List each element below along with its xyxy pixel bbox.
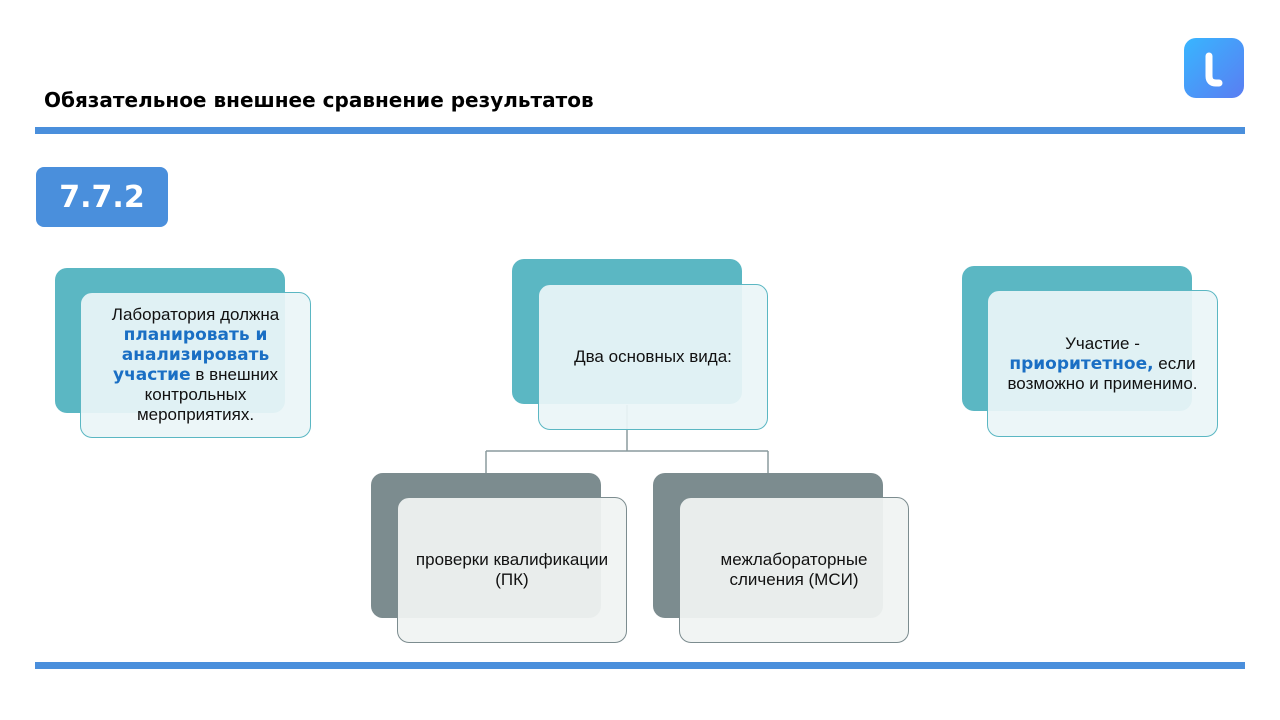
left-box-highlight: планировать и анализировать участие: [113, 325, 270, 385]
left-box-text-start: Лаборатория должна: [111, 305, 280, 324]
right-box-text-start: Участие -: [1065, 333, 1140, 353]
slide-title: Обязательное внешнее сравнение результат…: [44, 88, 594, 112]
child-box-msi: межлабораторные сличения (МСИ): [679, 497, 909, 643]
brand-logo-icon: [1184, 38, 1244, 98]
child-box-pk-text: проверки квалификации (ПК): [415, 550, 609, 589]
center-box-text: Два основных вида:: [574, 347, 732, 366]
right-box-highlight: приоритетное,: [1009, 353, 1154, 374]
right-box-text: Участие - приоритетное, если возможно и …: [1002, 334, 1203, 394]
header-divider: [35, 127, 1245, 134]
left-box: Лаборатория должна планировать и анализи…: [80, 292, 311, 438]
left-box-text: Лаборатория должна планировать и анализи…: [95, 305, 296, 425]
section-badge: 7.7.2: [36, 167, 168, 227]
right-box: Участие - приоритетное, если возможно и …: [987, 290, 1218, 437]
right-box-text-end: если возможно и применимо.: [1007, 353, 1198, 393]
left-box-text-end: в внешних контрольных мероприятиях.: [136, 365, 278, 424]
child-box-pk: проверки квалификации (ПК): [397, 497, 627, 643]
child-box-msi-text: межлабораторные сличения (МСИ): [720, 550, 868, 589]
center-box: Два основных вида:: [538, 284, 768, 430]
footer-divider: [35, 662, 1245, 669]
